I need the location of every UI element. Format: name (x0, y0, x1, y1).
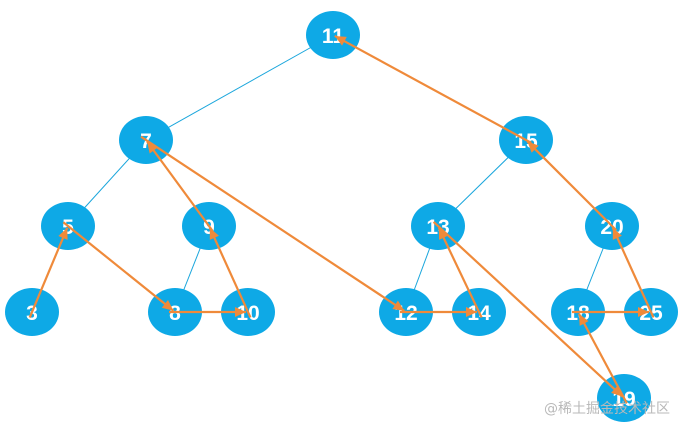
thread-arrow-n14-n13 (437, 227, 483, 318)
thread-arrows (28, 34, 655, 404)
tree-edge-n11-n7 (145, 34, 334, 141)
thread-arrow-n13-n19 (432, 221, 624, 398)
tree-nodes: 1171559132038101214182519 (5, 11, 678, 422)
thread-arrow-n8-n10 (169, 307, 246, 317)
tree-node-11: 11 (306, 11, 360, 59)
node-circle (306, 11, 360, 59)
watermark: @稀土掘金技术社区 (544, 401, 670, 417)
thread-arrow-n19-n18 (577, 313, 628, 404)
node-label: 8 (169, 302, 181, 325)
thread-arrow-n3-n5 (28, 227, 69, 318)
thread-arrow-n25-n20 (611, 227, 655, 318)
thread-arrow-n5-n8 (62, 221, 175, 312)
thread-arrow-n15-n11 (334, 34, 532, 144)
node-label: 7 (140, 130, 152, 153)
node-label: 11 (322, 25, 345, 48)
thread-arrow-n9-n7 (146, 140, 214, 232)
thread-arrow-n20-n15 (526, 140, 618, 232)
thread-arrow-n7-n12 (140, 135, 405, 312)
tree-edges (31, 34, 652, 399)
thread-arrow-n18-n25 (572, 307, 649, 317)
thread-arrow-n12-n14 (400, 307, 477, 317)
